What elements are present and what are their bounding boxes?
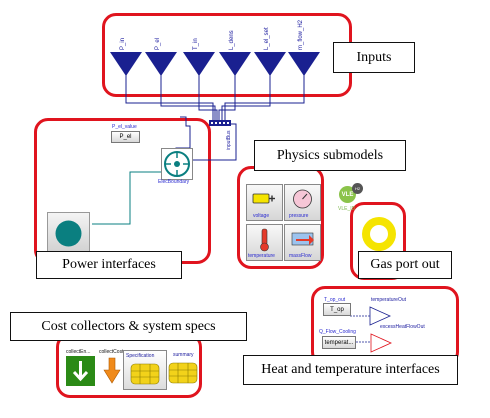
excess-heat-out-port[interactable] <box>370 333 392 353</box>
input-label-p-in: P_in <box>120 37 126 50</box>
vle-badge-sub-text: H2 <box>354 186 361 191</box>
temperature-out-label: temperatureOut <box>371 297 407 303</box>
q-flow-block-label: temperat... <box>324 339 354 346</box>
summary-label: summary <box>173 352 194 358</box>
physics-tile-massflow[interactable]: massFlow <box>284 224 321 261</box>
physics-tile-voltage[interactable]: voltage <box>246 184 283 221</box>
collect-energy-block[interactable] <box>66 356 95 386</box>
callout-gas: Gas port out <box>358 251 452 279</box>
input-label-p-el: P_el <box>155 37 161 50</box>
input-label-l-el-set: L_el_set <box>264 27 270 50</box>
callout-physics: Physics submodels <box>254 140 406 171</box>
collect-costs-label: collectCosts <box>99 349 126 355</box>
callout-power: Power interfaces <box>36 251 182 279</box>
physics-tile-pressure[interactable]: pressure <box>284 184 321 221</box>
input-triangle[interactable] <box>145 52 177 76</box>
input-label-l-dens: L_dens <box>229 30 235 50</box>
vle-badge-caption: VLE_ID <box>338 206 356 212</box>
collect-costs-icon[interactable] <box>103 356 121 386</box>
specification-grid-icon <box>130 363 160 385</box>
thermometer-icon <box>260 228 269 252</box>
gas-port-icon[interactable] <box>359 214 399 254</box>
physics-tile-temperature-label: temperature <box>248 253 275 259</box>
vle-badge-text: VLE <box>341 191 354 198</box>
vle-badge: VLE <box>339 186 356 203</box>
pel-block[interactable]: P_el <box>111 131 140 143</box>
input-label-m-flow-h2: m_flow_H2 <box>298 19 304 50</box>
q-flow-caption: Q_Flow_Cooling <box>319 329 356 335</box>
input-bus-label: inputBus <box>226 130 232 150</box>
input-triangle[interactable] <box>110 52 142 76</box>
mass-flow-icon <box>291 232 314 246</box>
power-port-icon <box>55 220 82 247</box>
pressure-gauge-icon <box>293 189 312 209</box>
voltage-sensor-icon <box>252 193 275 204</box>
elec-boundary-icon <box>164 151 190 177</box>
temperature-out-port[interactable] <box>369 306 391 326</box>
vle-badge-sub: H2 <box>352 183 363 194</box>
physics-tile-massflow-label: massFlow <box>289 253 312 259</box>
q-flow-block[interactable]: temperat... <box>322 336 356 349</box>
callout-heat: Heat and temperature interfaces <box>243 355 458 385</box>
input-triangle[interactable] <box>288 52 320 76</box>
power-port-block[interactable] <box>47 212 90 255</box>
callout-cost: Cost collectors & system specs <box>10 312 247 341</box>
input-triangle[interactable] <box>183 52 215 76</box>
input-triangle[interactable] <box>254 52 286 76</box>
input-triangle[interactable] <box>219 52 251 76</box>
physics-tile-temperature[interactable]: temperature <box>246 224 283 261</box>
t-op-block[interactable]: T_op <box>323 303 351 316</box>
physics-tile-voltage-label: voltage <box>253 213 270 219</box>
elec-boundary-label: ElecBoundary <box>158 179 190 185</box>
callout-inputs: Inputs <box>333 42 415 73</box>
collect-energy-label: collectEn... <box>66 349 91 355</box>
input-label-t-in: T_in <box>193 38 199 50</box>
pel-block-label: P_el <box>119 134 132 140</box>
t-op-block-label: T_op <box>330 306 344 313</box>
pel-caption: P_el_value <box>112 124 137 130</box>
specification-block[interactable]: Specification <box>123 350 167 390</box>
t-op-caption: T_op_out <box>324 297 346 303</box>
down-arrow-icon <box>72 361 89 382</box>
specification-label: Specification <box>126 353 155 359</box>
physics-tile-pressure-label: pressure <box>289 213 309 219</box>
elec-boundary-block[interactable] <box>161 148 193 180</box>
excess-heat-out-label: excessHeatFlowOut <box>380 324 425 330</box>
summary-grid-icon[interactable] <box>168 362 198 384</box>
